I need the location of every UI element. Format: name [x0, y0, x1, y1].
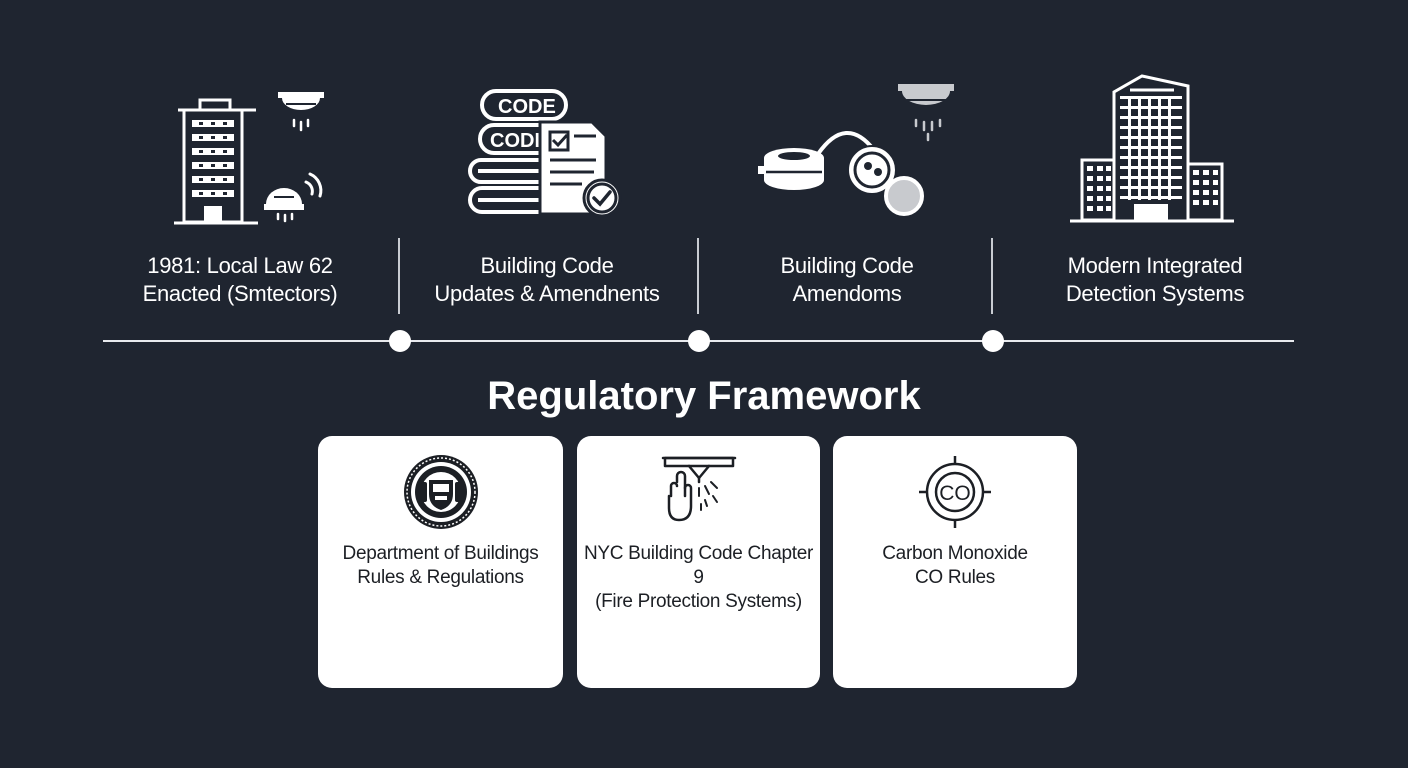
stage-1-line2: Enacted (Smtectors) [142, 281, 338, 306]
stage-divider-3 [991, 238, 993, 314]
stage-1-line1: 1981: Local Law 62 [147, 253, 333, 278]
code-book-label-2: CODE [490, 130, 548, 152]
stage-2-line1: Building Code [480, 253, 614, 278]
stage-divider-1 [398, 238, 400, 314]
official-seal-icon [401, 452, 481, 537]
card-1-line1: Department of Buildings [342, 543, 539, 564]
stage-3-line2: Amendoms [792, 281, 902, 306]
stage-label-1981-local-law-62: 1981: Local Law 62 Enacted (Smtectors) [100, 252, 380, 308]
co-target-icon: CO [915, 452, 995, 537]
timeline-dot-2 [688, 330, 710, 352]
stage-3-line1: Building Code [780, 253, 914, 278]
card-2-text: NYC Building Code Chapter 9 (Fire Protec… [577, 542, 820, 614]
code-books-checklist-icon: CODE CODE [466, 88, 626, 220]
sprinkler-hand-icon [659, 452, 739, 535]
stage-label-building-code-updates: Building Code Updates & Amendnents [407, 252, 687, 308]
card-carbon-monoxide: CO Carbon Monoxide CO Rules [833, 436, 1077, 688]
card-2-line2: (Fire Protection Systems) [595, 591, 802, 612]
stage-label-building-code-amendoms: Building Code Amendoms [707, 252, 987, 308]
card-3-line2: CO Rules [915, 567, 995, 588]
card-department-of-buildings: Department of Buildings Rules & Regulati… [318, 436, 563, 688]
card-3-line1: Carbon Monoxide [882, 543, 1028, 564]
stage-divider-2 [697, 238, 699, 314]
stage-4-line1: Modern Integrated [1067, 253, 1243, 278]
co-icon-text: CO [939, 482, 971, 505]
card-nyc-building-code-chapter-9: NYC Building Code Chapter 9 (Fire Protec… [577, 436, 820, 688]
stage-4-line2: Detection Systems [1065, 281, 1245, 306]
card-1-line2: Rules & Regulations [357, 567, 524, 588]
connected-detectors-icon [758, 80, 963, 220]
card-1-text: Department of Buildings Rules & Regulati… [318, 542, 563, 590]
card-2-line1: NYC Building Code Chapter 9 [583, 543, 814, 588]
stage-2-line2: Updates & Amendnents [434, 281, 660, 306]
framework-title: Regulatory Framework [487, 374, 921, 418]
stage-label-modern-integrated: Modern Integrated Detection Systems [1015, 252, 1295, 308]
timeline-dot-1 [389, 330, 411, 352]
card-3-text: Carbon Monoxide CO Rules [833, 542, 1077, 590]
modern-buildings-icon [1070, 72, 1235, 224]
timeline-dot-3 [982, 330, 1004, 352]
code-book-label-1: CODE [498, 96, 556, 118]
building-with-smoke-detectors-icon [170, 84, 335, 229]
